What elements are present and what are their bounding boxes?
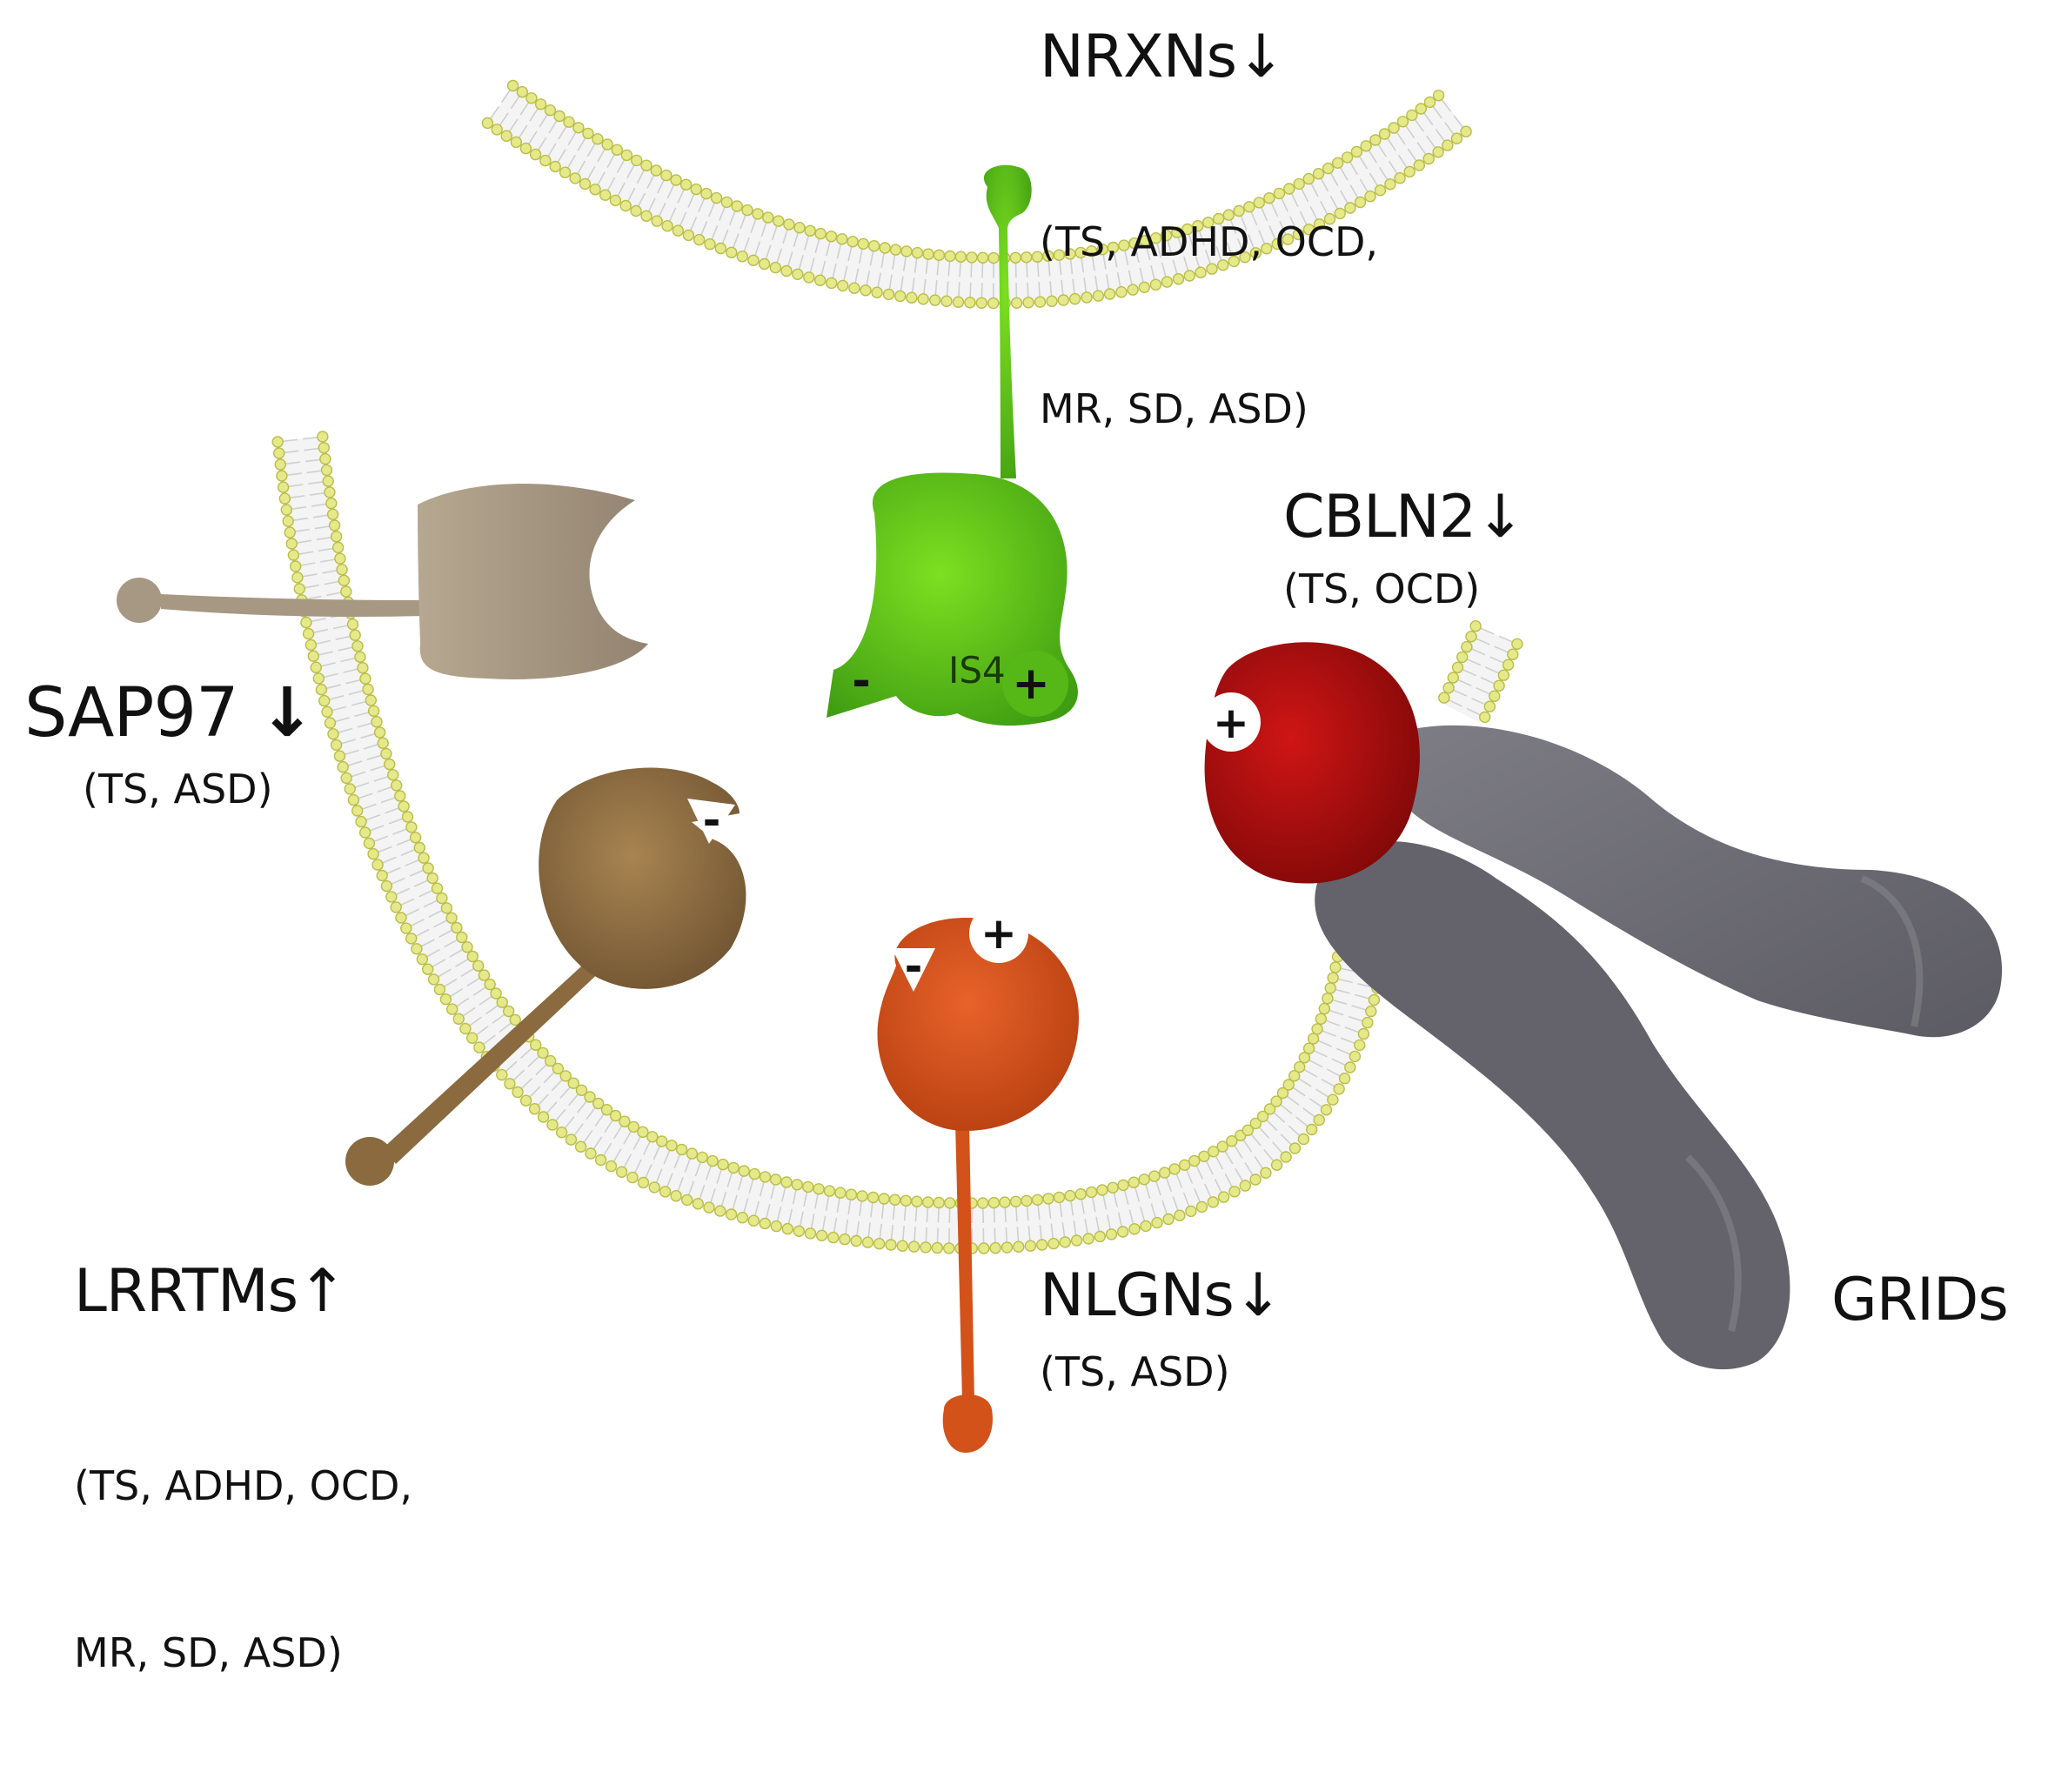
nlgn-minus-sign: - (905, 941, 923, 992)
nlgn-plus-sign: + (980, 908, 1017, 959)
sap97-protein (117, 484, 648, 679)
sap97-name: SAP97 (24, 674, 238, 752)
cbln2-name: CBLN2 (1283, 483, 1476, 552)
lrrtms-name: LRRTMs (74, 1257, 298, 1326)
nrxns-arrow: ↓ (1236, 23, 1285, 91)
right-membrane-segment (1439, 621, 1523, 723)
nrxn-plus-sign: + (1012, 658, 1050, 710)
cbln2-disorders: (TS, OCD) (1283, 561, 1480, 617)
cbln2-label: CBLN2↓ (1283, 483, 1524, 552)
nlgns-disorders: (TS, ASD) (1040, 1344, 1230, 1400)
sap97-label: SAP97 ↓ (24, 674, 315, 752)
grids-label: GRIDs (1831, 1266, 2008, 1334)
sap97-arrow: ↓ (258, 674, 314, 752)
nrxns-label: NRXNs↓ (1040, 23, 1285, 91)
nrxns-disorders-line1: (TS, ADHD, OCD, (1040, 214, 1378, 270)
sap97-disorders: (TS, ASD) (83, 761, 273, 817)
nlgns-name: NLGNs (1040, 1261, 1234, 1330)
nrxns-disorders-line2: MR, SD, ASD) (1040, 381, 1378, 437)
lrrtms-disorders-line2: MR, SD, ASD) (74, 1625, 412, 1681)
nrxn-minus-sign: - (852, 655, 871, 707)
lrrtm-minus-sign: - (703, 795, 721, 846)
lrrtms-arrow: ↑ (298, 1257, 346, 1326)
nlgns-arrow: ↓ (1234, 1261, 1282, 1330)
cbln2-protein (1201, 642, 1420, 883)
lrrtms-label: LRRTMs↑ (74, 1257, 346, 1326)
cbln2-plus-sign: + (1213, 698, 1249, 748)
nrxn-insert-label: IS4 (948, 649, 1006, 692)
lrrtms-disorders: (TS, ADHD, OCD, MR, SD, ASD) (74, 1347, 412, 1792)
synapse-diagram: IS4 + - - + - (0, 0, 2048, 1488)
nlgns-label: NLGNs↓ (1040, 1261, 1282, 1330)
nrxns-disorders: (TS, ADHD, OCD, MR, SD, ASD) (1040, 103, 1378, 548)
nrxns-name: NRXNs (1040, 23, 1236, 91)
lrrtms-disorders-line1: (TS, ADHD, OCD, (74, 1458, 412, 1514)
cbln2-arrow: ↓ (1476, 483, 1524, 552)
